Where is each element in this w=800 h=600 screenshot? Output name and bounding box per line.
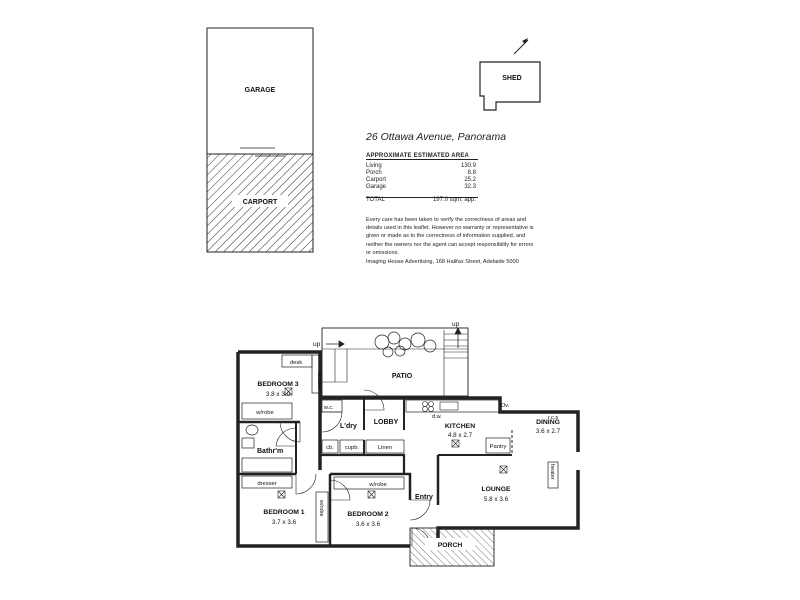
lounge-size: 5.8 x 3.6 — [484, 496, 509, 503]
wrobe-b1-label: w/robe — [318, 499, 324, 517]
bathroom-label: Bathr'm — [257, 448, 283, 455]
lobby-label: LOBBY — [374, 419, 399, 426]
kitchen-size: 4.8 x 2.7 — [448, 432, 473, 439]
wrobe-b3-label: w/robe — [255, 410, 273, 416]
bedroom1-size: 3.7 x 3.6 — [272, 519, 297, 526]
garage-label: GARAGE — [245, 87, 276, 94]
up-arrow-top — [454, 327, 462, 348]
garage-carport-block: GARAGE CARPORT — [206, 27, 314, 253]
area-total-row: TOTAL 197.0 sqm. app. — [366, 191, 476, 204]
door-lobby — [363, 389, 385, 411]
up-top-label: up — [452, 321, 460, 328]
rcs-label: r.c.s — [548, 415, 558, 421]
bed1-wrobe — [315, 491, 329, 543]
lounge-name: LOUNGE — [481, 486, 511, 493]
dresser-b3-label: dresser — [316, 372, 322, 391]
porch-label: PORCH — [438, 542, 463, 549]
sink — [439, 401, 459, 411]
up-arrow-patio — [326, 340, 345, 348]
room-labels: up up PATIO desk dresser BEDROOM 3 3.8 x… — [255, 321, 560, 549]
kitchen-bench — [405, 399, 501, 413]
dresser-b1-label: dresser — [257, 481, 276, 487]
carport-label: CARPORT — [243, 199, 278, 206]
area-row-value: 32.3 — [464, 184, 476, 190]
kitchen-name: KITCHEN — [445, 423, 475, 430]
area-heading: APPROXIMATE ESTIMATED AREA — [366, 153, 478, 160]
linen-label: Linen — [378, 445, 392, 451]
area-total-label: TOTAL — [366, 197, 385, 203]
area-row-value: 130.9 — [460, 163, 476, 169]
toilet — [245, 424, 259, 436]
area-total-divider — [366, 197, 478, 198]
disclaimer-text: Every care has been taken to verify the … — [366, 217, 534, 256]
bedroom3-size: 3.8 x 3.0 — [266, 391, 291, 398]
area-row: Porch 8.8 — [366, 170, 476, 177]
cb-label: cb. — [326, 445, 334, 451]
door-bed3 — [279, 421, 301, 443]
door-bath — [275, 427, 297, 447]
heater-unit — [547, 461, 559, 489]
ov-label: Ov. — [501, 403, 510, 409]
bed1-dresser — [241, 475, 293, 489]
credit-text: Imaging House Advertising, 168 Halifax S… — [366, 259, 519, 265]
area-row: Living 130.9 — [366, 163, 476, 170]
desk-label: desk — [290, 360, 302, 366]
basin — [241, 437, 255, 449]
laundry-label: L'dry — [340, 423, 357, 430]
bed2-wrobe — [333, 476, 405, 490]
cupboard-cupb — [339, 439, 365, 454]
area-total-value: 197.0 sqm. app. — [432, 197, 476, 203]
north-arrow — [513, 38, 529, 55]
patio-steps — [443, 330, 468, 396]
pantry — [485, 437, 511, 454]
door-bed2 — [329, 479, 351, 501]
area-row: Carport 25.2 — [366, 177, 476, 184]
wrobe-b2-label: w/robe — [368, 482, 386, 488]
dw-label: d.w. — [432, 414, 442, 420]
cupb-label: cupb. — [345, 445, 360, 451]
bedroom2-name: BEDROOM 2 — [347, 511, 388, 518]
patio-outline — [321, 327, 469, 397]
bed3-dresser — [311, 354, 321, 394]
door-laundry — [321, 411, 343, 433]
pantry-label: Pantry — [490, 444, 507, 450]
bed2-top-wall — [330, 472, 412, 500]
area-row-name: Carport — [366, 177, 387, 183]
garden-shrubs — [374, 331, 437, 358]
area-row-name: Garage — [366, 184, 387, 190]
linen-cupboard — [365, 439, 405, 454]
area-row-value: 8.8 — [467, 170, 476, 176]
entry-label: Entry — [415, 494, 433, 501]
area-row: Garage 32.3 — [366, 184, 476, 191]
area-row-value: 25.2 — [464, 177, 476, 183]
area-table: Living 130.9 Porch 8.8 Carport 25.2 Garage 3… — [366, 163, 476, 204]
dining-size: 3.6 x 2.7 — [536, 428, 561, 435]
bedroom3-name: BEDROOM 3 — [257, 381, 298, 388]
laundry-wall — [318, 398, 406, 474]
cupboard-cb — [321, 439, 339, 454]
smoke-alarms — [277, 387, 508, 499]
shed-label: SHED — [502, 75, 521, 82]
door-entry — [409, 499, 431, 521]
wc-label: w.c. — [323, 405, 334, 411]
shed-block: SHED — [479, 61, 541, 111]
bed3-wrobe — [241, 402, 293, 420]
carport-hatch — [206, 153, 314, 253]
dining-name: DINING — [536, 419, 560, 426]
bath-tub — [241, 457, 293, 473]
cooktop — [422, 401, 434, 412]
property-address: 26 Ottawa Avenue, Panorama — [366, 131, 507, 143]
house-plan — [236, 327, 580, 567]
patio-label: PATIO — [392, 373, 413, 380]
area-row-name: Porch — [366, 170, 382, 176]
area-row-name: Living — [366, 163, 382, 169]
door-bed1 — [295, 473, 317, 495]
shed-outline — [479, 61, 541, 111]
porch-hatch — [409, 527, 495, 567]
up-patio-label: up — [313, 341, 321, 348]
bedroom1-name: BEDROOM 1 — [263, 509, 304, 516]
bedroom2-size: 3.6 x 3.6 — [356, 521, 381, 528]
heater-label: heater — [549, 464, 555, 480]
